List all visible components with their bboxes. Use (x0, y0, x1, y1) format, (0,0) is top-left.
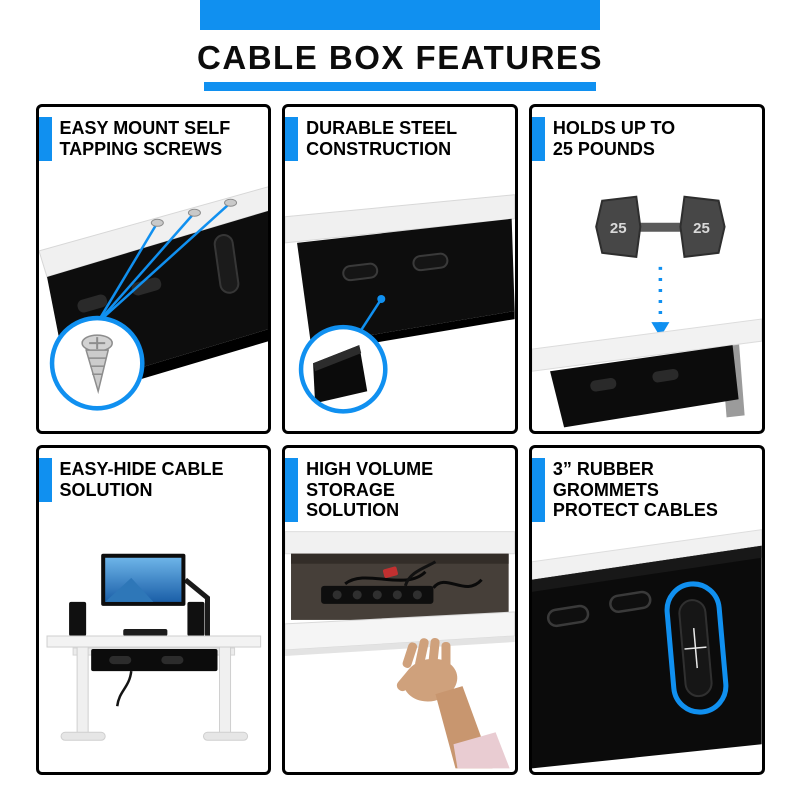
panel-title-line: GROMMETS (552, 479, 659, 500)
panel-title-line: DURABLE STEEL (306, 118, 458, 138)
feature-panel-easy-hide-cable: EASY-HIDE CABLE SOLUTION (35, 445, 272, 775)
panel-accent-tab (531, 117, 545, 161)
panel-illustration (285, 163, 515, 431)
grommet-illustration (531, 529, 762, 769)
power-strip (321, 585, 434, 604)
cable (404, 560, 437, 587)
panel-header: HOLDS UP TO 25 POUNDS (531, 107, 762, 163)
desk-top (46, 635, 261, 648)
panel-accent-tab (38, 117, 52, 161)
page-title: CABLE BOX FEATURES (197, 39, 603, 76)
monitor (100, 553, 185, 606)
holds-weight-illustration: 25 25 (531, 195, 762, 428)
desk-top (531, 318, 762, 372)
cable (344, 570, 427, 586)
top-accent-bar (200, 0, 600, 30)
title-underline (204, 82, 596, 91)
panel-title-line: STORAGE (306, 479, 395, 500)
panel-header: DURABLE STEEL CONSTRUCTION (285, 107, 515, 163)
box-interior (291, 553, 509, 620)
open-storage-illustration (285, 531, 515, 769)
cable-box-infographic: CABLE BOX FEATURES EASY MOUNT SELF TAPPI… (35, 0, 765, 775)
desk-top (285, 194, 515, 244)
screw-heads (150, 198, 237, 227)
panel-accent-tab (285, 117, 299, 161)
features-grid: EASY MOUNT SELF TAPPING SCREWS (35, 104, 765, 775)
speaker-left (68, 601, 86, 636)
panel-illustration (38, 163, 269, 431)
panel-title-line: PROTECT CABLES (552, 500, 718, 521)
panel-title: EASY MOUNT SELF TAPPING SCREWS (60, 117, 231, 159)
red-connector (383, 566, 399, 578)
dumbbell-weight-label: 25 (693, 220, 710, 237)
feature-panel-high-volume-storage: HIGH VOLUME STORAGE SOLUTION (282, 445, 518, 775)
panel-title-line: HOLDS UP TO (552, 118, 676, 138)
cable-box (90, 649, 218, 672)
hanging-cable (115, 670, 133, 707)
feature-panel-easy-mount-screws: EASY MOUNT SELF TAPPING SCREWS (35, 104, 272, 434)
keyboard (122, 628, 167, 636)
panel-illustration (285, 524, 515, 772)
screw-icon (80, 334, 113, 395)
rubber-grommet (678, 599, 713, 698)
panel-header: EASY-HIDE CABLE SOLUTION (38, 448, 269, 504)
dumbbell-icon: 25 25 (594, 195, 726, 258)
panel-header: EASY MOUNT SELF TAPPING SCREWS (38, 107, 269, 163)
panel-illustration: 25 25 (531, 163, 762, 431)
panel-title-line: HIGH VOLUME (306, 459, 434, 479)
panel-title-line: 3” RUBBER (552, 459, 654, 479)
pointer-line (95, 201, 231, 325)
panel-illustration (39, 504, 269, 772)
dumbbell-weight-label: 25 (610, 220, 627, 237)
easy-mount-illustration (38, 186, 269, 411)
desk-leg-right (202, 646, 248, 741)
cable (432, 578, 483, 589)
desk-top (531, 529, 762, 581)
panel-title-line: EASY MOUNT SELF (59, 118, 231, 138)
feature-panel-durable-steel: DURABLE STEEL CONSTRUCTION (282, 104, 518, 434)
desk-top (38, 186, 269, 278)
hand (396, 638, 510, 769)
panel-title-line: TAPPING SCREWS (59, 138, 223, 159)
feature-panel-rubber-grommets: 3” RUBBER GROMMETS PROTECT CABLES (528, 445, 765, 775)
cable-box (531, 545, 762, 769)
feature-panel-holds-25-pounds: HOLDS UP TO 25 POUNDS 25 25 (528, 104, 765, 434)
panel-title-line: CONSTRUCTION (306, 138, 452, 159)
pointer-line (95, 222, 158, 324)
panel-title-line: SOLUTION (59, 479, 153, 500)
desk-leg-left (60, 646, 106, 741)
sleeve (453, 732, 510, 769)
cable-box (549, 345, 739, 428)
panel-title-line: EASY-HIDE CABLE (59, 459, 224, 479)
steel-corner-detail (313, 345, 368, 404)
open-lid-panel (285, 611, 515, 657)
panel-title: DURABLE STEEL CONSTRUCTION (306, 117, 457, 159)
panel-title: HOLDS UP TO 25 POUNDS (553, 117, 675, 159)
panel-accent-tab (285, 458, 299, 522)
panel-title: EASY-HIDE CABLE SOLUTION (60, 458, 224, 500)
standing-desk-illustration (46, 553, 261, 741)
panel-title: HIGH VOLUME STORAGE SOLUTION (306, 458, 433, 521)
speaker-right (186, 601, 204, 636)
durable-steel-illustration (285, 194, 515, 414)
down-arrow-icon (651, 322, 670, 338)
panel-accent-tab (531, 458, 545, 522)
desk-top (285, 531, 515, 555)
callout-circle (298, 324, 388, 414)
monitor-arm (183, 577, 210, 636)
pointer-line (358, 298, 383, 334)
panel-header: HIGH VOLUME STORAGE SOLUTION (285, 448, 515, 524)
panel-header: 3” RUBBER GROMMETS PROTECT CABLES (531, 448, 762, 524)
panel-title-line: SOLUTION (306, 500, 400, 521)
panel-title-line: 25 POUNDS (552, 138, 655, 159)
panel-title: 3” RUBBER GROMMETS PROTECT CABLES (553, 458, 718, 521)
grommet-highlight (664, 581, 729, 715)
panel-accent-tab (38, 458, 52, 502)
panel-illustration (531, 524, 762, 772)
pointer-line (95, 211, 195, 324)
pointer-dot (377, 294, 386, 304)
